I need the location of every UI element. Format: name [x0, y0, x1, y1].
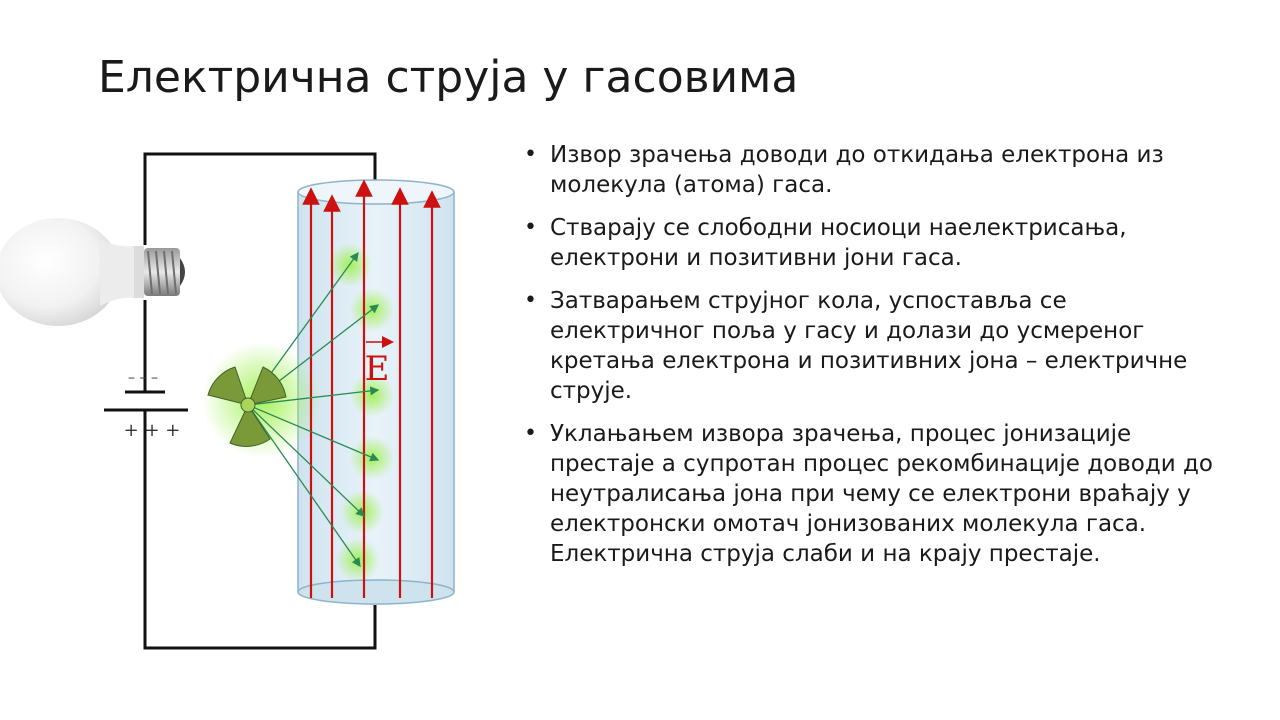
- bullet-item: Затварањем струјног кола, успоставља се …: [524, 286, 1224, 406]
- field-label-text: E: [365, 349, 390, 389]
- circuit-wire: [143, 152, 377, 650]
- bullet-item: Уклањањем извора зрачења, процес јонизац…: [524, 419, 1224, 569]
- light-bulb-icon: [0, 218, 185, 326]
- electric-field-lines: [302, 179, 441, 598]
- field-label: E: [365, 336, 394, 389]
- bullet-list: Извор зрачења доводи до откидања електро…: [524, 140, 1224, 582]
- gas-discharge-diagram: – – – + + +: [0, 140, 500, 660]
- bullet-item: Стварају се слободни носиоци наелектриса…: [524, 213, 1224, 273]
- slide-title: Електрична струја у гасовима: [98, 52, 799, 103]
- radiation-source-icon: [207, 366, 287, 447]
- battery-negative-label: – – –: [128, 370, 158, 386]
- battery: [104, 390, 188, 412]
- bullet-item: Извор зрачења доводи до откидања електро…: [524, 140, 1224, 200]
- battery-positive-label: + + +: [124, 420, 181, 441]
